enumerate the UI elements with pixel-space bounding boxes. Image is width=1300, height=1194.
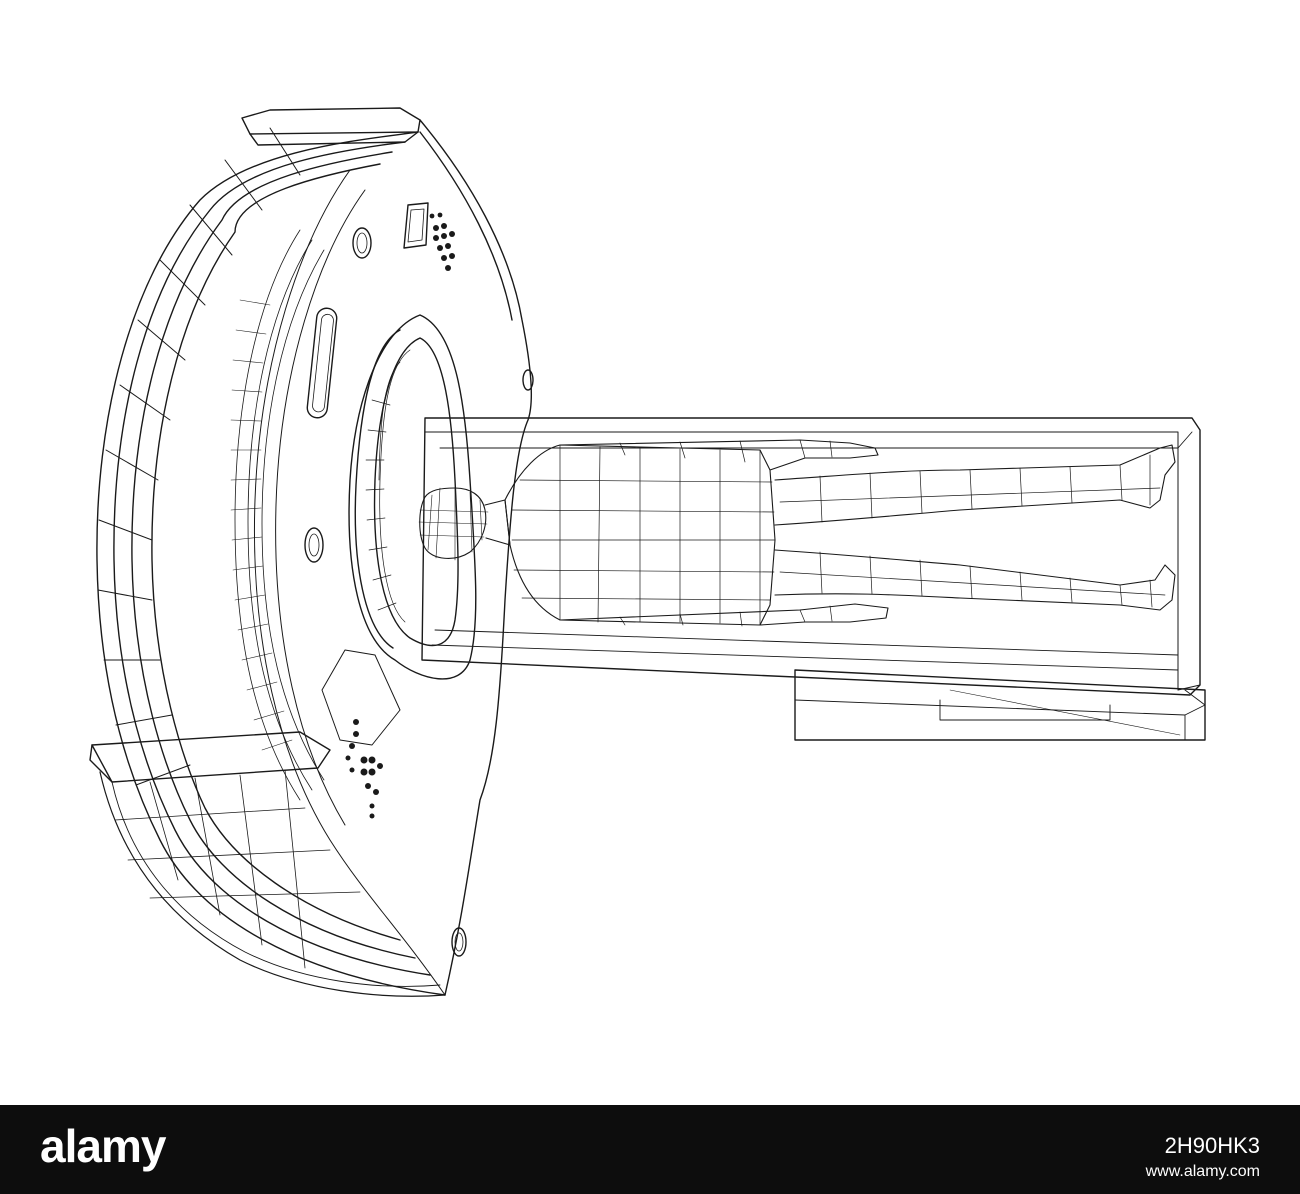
gantry-outer-ring [96,131,446,996]
lower-control-panel [321,649,401,819]
figure-leg-lower [774,549,1176,611]
gantry-port-bottom [451,927,467,957]
scanner-gantry [89,107,534,997]
alamy-logo: alamy [40,1120,166,1172]
figure-leg-upper [774,444,1176,526]
stock-footer-bar: alamy 2H90HK3 www.alamy.com [0,1105,1300,1194]
table-base [794,669,1206,741]
gantry-port-right [522,369,534,391]
image-id-label: 2H90HK3 [1164,1133,1260,1158]
figure-head [419,487,487,559]
gantry-port-middle [304,527,324,563]
site-url-label: www.alamy.com [1145,1163,1260,1180]
figure-torso [504,444,776,626]
figure-arm-lower [559,603,889,626]
gantry-front-face [419,119,533,996]
patient-table [421,417,1206,741]
patient-figure [418,439,1176,627]
bore-outer [348,314,477,680]
gantry-top-handle [241,107,421,135]
gantry-port-top [352,227,372,259]
table-top [421,417,1201,696]
gantry-slot-upper [306,307,338,419]
upper-control-panel [403,202,455,271]
figure-arm-upper [559,439,879,471]
illustration [89,107,1206,997]
bore-inner [373,337,459,647]
gantry-bottom-handle [91,731,331,783]
ct-scanner-wireframe [89,107,1206,997]
